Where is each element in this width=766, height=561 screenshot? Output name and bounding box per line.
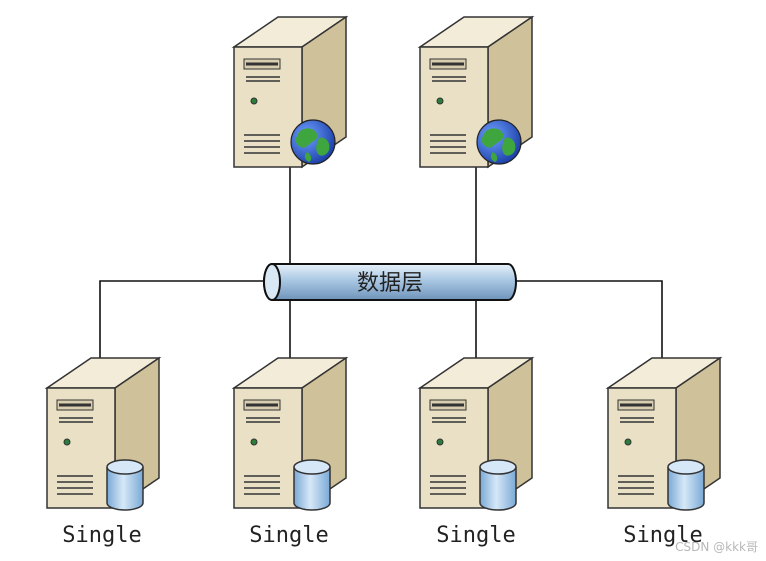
server-label: Single — [249, 523, 328, 548]
database-icon — [667, 459, 705, 511]
globe-icon — [290, 119, 336, 165]
web-server-1 — [232, 15, 348, 169]
server-label: Single — [62, 523, 141, 548]
db-server-3: Single — [418, 356, 534, 548]
data-layer-bus: 数据层 — [263, 263, 517, 301]
database-icon — [479, 459, 517, 511]
server-label: Single — [623, 523, 702, 548]
server-label: Single — [436, 523, 515, 548]
db-server-1: Single — [45, 356, 161, 548]
bottom-server-group: Single Single Single Single — [45, 356, 722, 548]
bus-label: 数据层 — [357, 271, 423, 296]
db-server-4: Single — [606, 356, 722, 548]
globe-icon — [476, 119, 522, 165]
watermark: CSDN @kkk哥 — [675, 540, 758, 554]
database-icon — [293, 459, 331, 511]
db-server-2: Single — [232, 356, 348, 548]
web-server-2 — [418, 15, 534, 169]
database-icon — [106, 459, 144, 511]
top-server-group — [232, 15, 534, 169]
